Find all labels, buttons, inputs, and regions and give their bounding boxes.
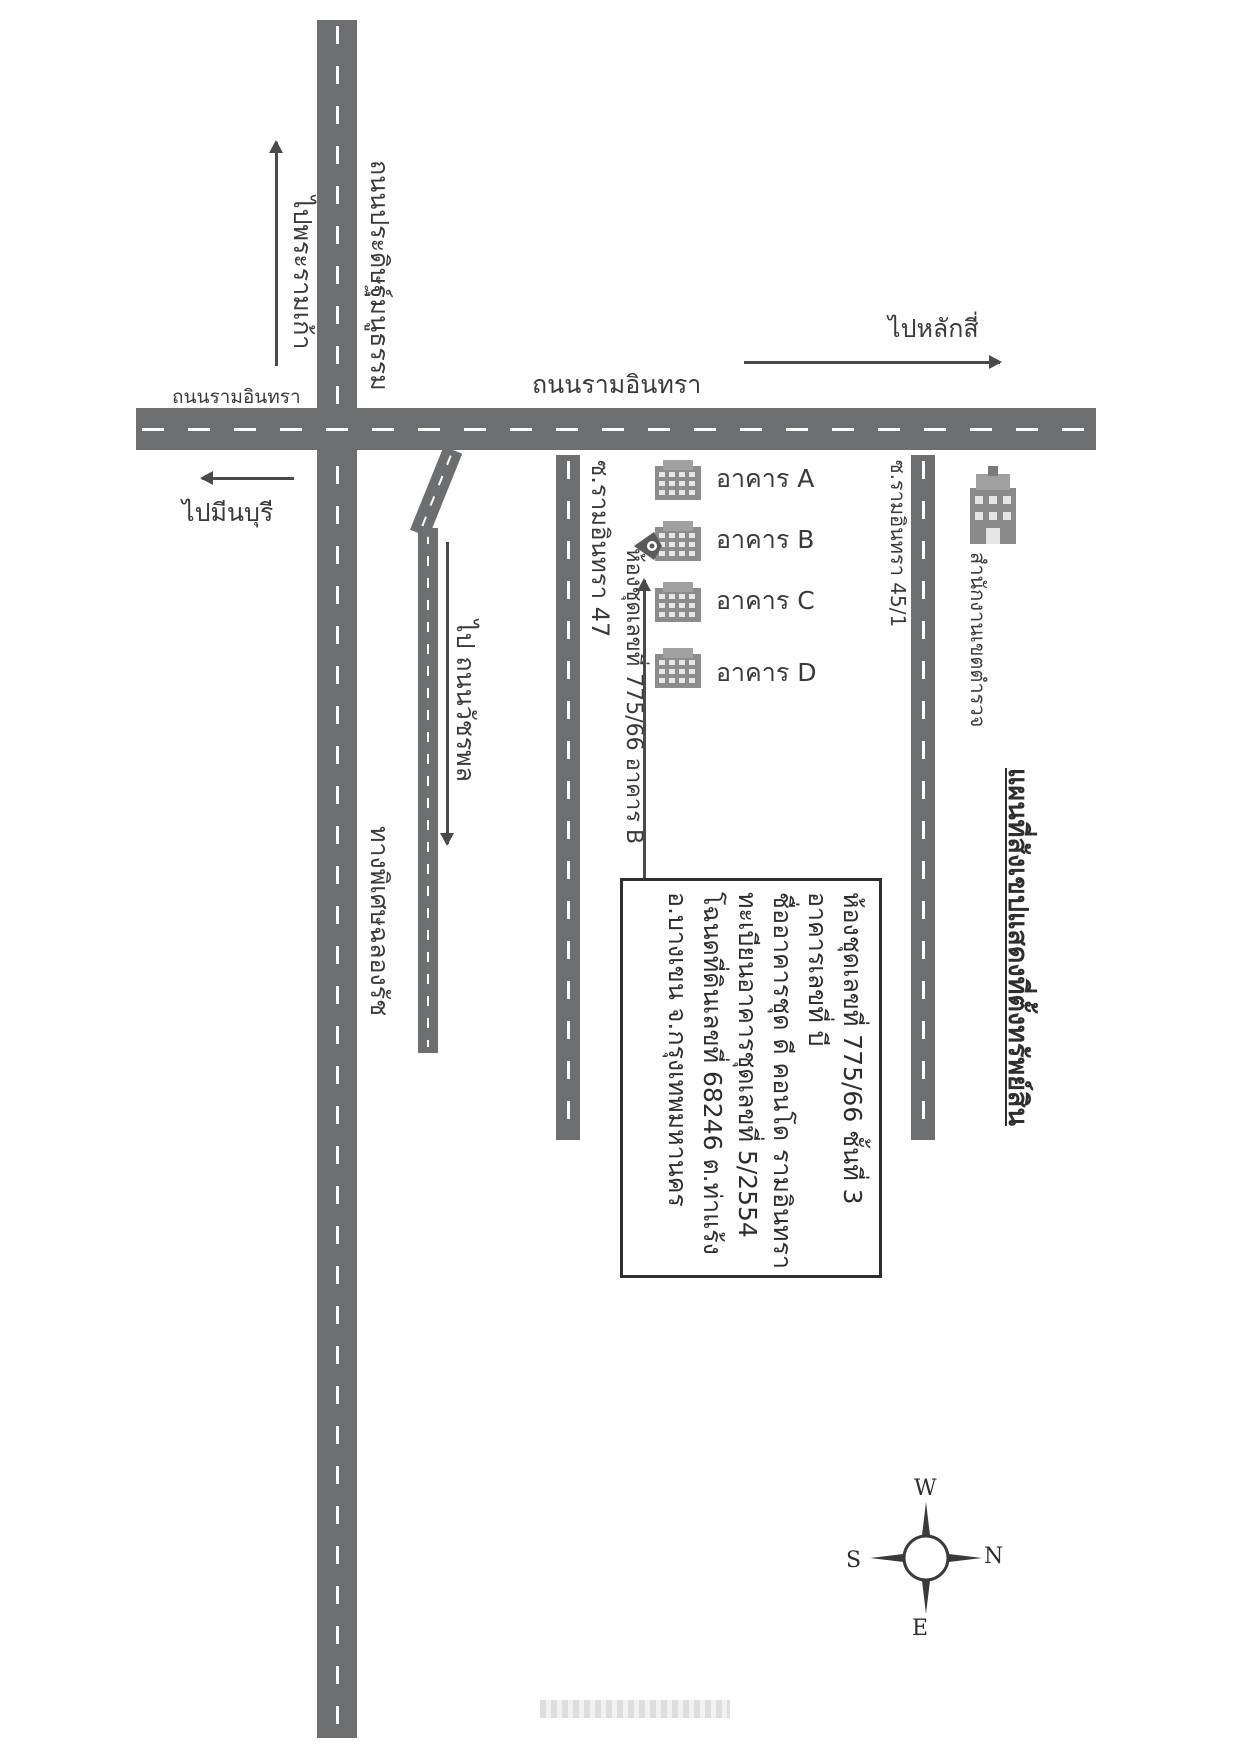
info-line-1: ห้องชุดเลขที่ 775/66 ชั้นที่ 3: [838, 892, 867, 1205]
building-c-icon: [655, 582, 701, 622]
info-line-4: ทะเบียนอาคารชุดเลขที่ 5/2554: [733, 892, 762, 1238]
building-b-label: อาคาร B: [716, 525, 815, 554]
road-ramp-vertical: [418, 528, 438, 1053]
info-line-5: โฉนดที่ดินเลขที่ 68246 ต.ท่าแร้ง: [698, 892, 727, 1255]
road-soi-47: [556, 455, 580, 1140]
road-ram-inthra: [136, 408, 1096, 450]
info-box-text: ห้องชุดเลขที่ 775/66 ชั้นที่ 3 อาคารเลขท…: [660, 892, 870, 1269]
road-ramp-diagonal: [410, 446, 463, 538]
road-label-soi-45-1: ซ.รามอินทรา 45/1: [886, 460, 910, 628]
info-box: [620, 878, 882, 1278]
building-d-label: อาคาร D: [716, 658, 817, 687]
road-label-chalong-rat: ทางพิเศษฉลองรัช: [365, 826, 394, 1017]
road-label-ram-inthra: ถนนรามอินทรา: [532, 370, 702, 399]
arrow-to-lak-si: [744, 355, 1002, 369]
compass-rose-icon: [870, 1502, 982, 1614]
location-pin-icon: [634, 532, 662, 560]
info-line-3: ชื่ออาคารชุด ดี คอนโด รามอินทรา: [768, 892, 797, 1269]
arrow-to-phra-ram-9: [269, 140, 283, 366]
info-line-2: อาคารเลขที่ บี: [803, 892, 832, 1047]
arrow-info-to-building: [637, 578, 651, 878]
arrow-to-min-buri: [200, 471, 294, 485]
building-c-label: อาคาร C: [716, 586, 815, 615]
building-b-icon: [655, 521, 701, 561]
compass-north: N: [984, 1544, 1004, 1569]
direction-min-buri: ไปมีนบุรี: [182, 498, 274, 527]
compass-south: S: [846, 1548, 862, 1573]
compass-east: E: [912, 1616, 929, 1641]
direction-phra-ram-9: ไปพระรามเก้า: [288, 196, 317, 350]
compass-west: W: [914, 1476, 937, 1501]
road-label-watcharaphon: ไป ถนนวัชรพล: [451, 620, 480, 782]
road-label-pradit-manutham: ถนนประดิษฐ์มนูธรรม: [365, 160, 394, 391]
building-d-icon: [655, 648, 701, 688]
arrow-to-watcharaphon: [440, 542, 454, 846]
road-label-ram-inthra-left: ถนนรามอินทรา: [172, 386, 301, 408]
map-title: แผนที่สังเขปแสดงที่ตั้งทรัพย์สิน: [1002, 768, 1033, 1126]
road-label-soi-47: ซ.รามอินทรา 47: [586, 460, 614, 638]
road-soi-45-1: [911, 455, 935, 1140]
faint-stamp: [540, 1700, 730, 1718]
location-label: ห้องชุดเลขที่ 775/66 อาคาร B: [621, 548, 646, 845]
info-line-6: อ.บางเขน จ.กรุงเทพมหานคร: [663, 892, 692, 1207]
building-a-label: อาคาร A: [716, 464, 815, 493]
landmark-label: สำนักงานเขตตำรวจ: [966, 552, 990, 728]
road-main-vertical: [317, 20, 357, 1738]
police-station-icon: [970, 466, 1016, 544]
building-a-icon: [655, 460, 701, 500]
direction-lak-si: ไปหลักสี่: [888, 314, 979, 343]
